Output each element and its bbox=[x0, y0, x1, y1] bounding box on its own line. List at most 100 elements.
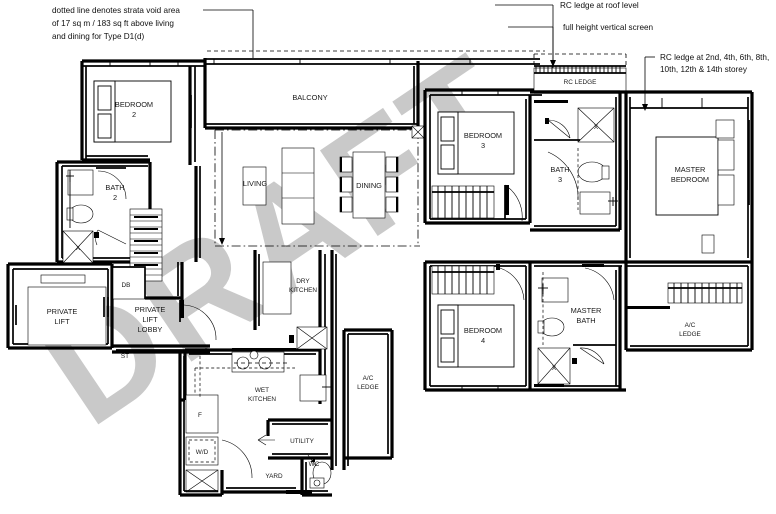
dry-kitchen-sub-fixture bbox=[289, 326, 328, 350]
label-store: ST bbox=[121, 353, 129, 360]
room-yard: YARD bbox=[221, 439, 312, 494]
label-utility: UTILITY bbox=[290, 438, 315, 445]
washer-dryer bbox=[185, 436, 219, 466]
pillow bbox=[97, 85, 112, 111]
basin-master-bath bbox=[541, 277, 569, 303]
room-master-bath: X MASTER BATH bbox=[530, 260, 626, 392]
annotation-leaders bbox=[203, 4, 655, 108]
sofa-living bbox=[281, 147, 315, 225]
room-private-lift-lobby: PRIVATE LIFT LOBBY ST bbox=[112, 262, 217, 360]
side-table bbox=[717, 139, 735, 171]
label-ac-ledge-right-line2: LEDGE bbox=[679, 331, 701, 338]
dining-table bbox=[352, 151, 386, 219]
building-outline bbox=[203, 50, 545, 247]
label-master-bedroom-line2: BEDROOM bbox=[671, 175, 709, 184]
label-balcony: BALCONY bbox=[292, 93, 327, 102]
label-living: LIVING bbox=[243, 179, 267, 188]
ac-ledge-lower: A/C LEDGE bbox=[342, 328, 394, 470]
wall-niche bbox=[701, 234, 715, 254]
rc-storey-note-line-2: 10th, 12th & 14th storey bbox=[660, 65, 748, 74]
strata-note-line-2: of 17 sq m / 183 sq ft above living bbox=[52, 19, 174, 28]
room-master-bedroom: MASTER BEDROOM bbox=[624, 90, 754, 262]
label-wc: WC bbox=[309, 461, 320, 468]
armchair-living bbox=[242, 166, 267, 206]
label-rc-ledge: RC LEDGE bbox=[564, 79, 597, 86]
strata-note-line-1: dotted line denotes strata void area bbox=[52, 6, 180, 15]
annotation-rc-ledge-roof: RC ledge at roof level bbox=[560, 1, 639, 10]
basin-bath-3 bbox=[579, 191, 611, 215]
room-private-lift: PRIVATE LIFT bbox=[6, 262, 114, 350]
room-bedroom-2: BEDROOM 2 bbox=[80, 59, 204, 165]
label-bedroom-3-line2: 3 bbox=[481, 141, 485, 150]
label-dining: DINING bbox=[356, 181, 382, 190]
label-bedroom-2-line1: BEDROOM bbox=[115, 100, 153, 109]
room-bath-2: X BATH 2 bbox=[55, 160, 152, 264]
label-bedroom-4-line2: 4 bbox=[481, 336, 485, 345]
rc-storey-note-line-1: RC ledge at 2nd, 4th, 6th, 8th, bbox=[660, 53, 769, 62]
label-lobby-line3: LOBBY bbox=[138, 325, 163, 334]
annotation-strata-void: dotted line denotes strata void area of … bbox=[52, 6, 180, 41]
label-lobby-line2: LIFT bbox=[142, 315, 158, 324]
balcony-right-junction bbox=[411, 61, 425, 139]
rc-roof-note-line-1: RC ledge at roof level bbox=[560, 1, 639, 10]
room-bedroom-3: BEDROOM 3 bbox=[423, 88, 545, 225]
basin-bath-2 bbox=[67, 169, 94, 196]
label-dry-kitchen-line1: DRY bbox=[296, 278, 310, 285]
label-fridge: F bbox=[198, 412, 202, 419]
label-bath-2-line1: BATH bbox=[105, 183, 124, 192]
utility-fixture bbox=[299, 374, 327, 402]
nightstand bbox=[715, 119, 735, 139]
hob-burner bbox=[249, 350, 259, 360]
label-bath-2-line2: 2 bbox=[113, 193, 117, 202]
label-yard: YARD bbox=[265, 473, 283, 480]
room-utility: UTILITY bbox=[257, 374, 332, 460]
label-bedroom-4-line1: BEDROOM bbox=[464, 326, 502, 335]
label-wet-kitchen-line2: KITCHEN bbox=[248, 396, 276, 403]
strata-note-line-3: and dining for Type D1(d) bbox=[52, 32, 145, 41]
label-bedroom-2-line2: 2 bbox=[132, 110, 136, 119]
cupboard-db: DB bbox=[112, 266, 146, 300]
label-dry-kitchen-line2: KITCHEN bbox=[289, 287, 317, 294]
label-master-bath-line2: BATH bbox=[576, 316, 595, 325]
bed-master bbox=[655, 136, 719, 216]
dashed-boundary bbox=[199, 346, 288, 398]
label-bedroom-3-line1: BEDROOM bbox=[464, 131, 502, 140]
label-ac-ledge-lower-line2: LEDGE bbox=[357, 384, 379, 391]
annotation-rc-ledge-storey: RC ledge at 2nd, 4th, 6th, 8th, 10th, 12… bbox=[660, 53, 769, 74]
label-private-lift-line1: PRIVATE bbox=[47, 307, 78, 316]
lift-ceiling-detail bbox=[40, 274, 86, 284]
room-bath-3: X BATH 3 bbox=[530, 90, 622, 232]
label-bath-3-line1: BATH bbox=[550, 165, 569, 174]
rail-hatch-ac bbox=[667, 282, 743, 304]
room-wc: WC bbox=[300, 454, 332, 497]
label-ac-ledge-lower-line1: A/C bbox=[363, 375, 374, 382]
label-ac-ledge-right-line1: A/C bbox=[685, 322, 696, 329]
label-bath-3-line2: 3 bbox=[558, 175, 562, 184]
pillow bbox=[97, 113, 112, 139]
label-master-bath-line1: MASTER bbox=[571, 306, 602, 315]
annotation-vertical-screen: full height vertical screen bbox=[563, 23, 654, 32]
room-dining: DINING bbox=[339, 151, 399, 219]
screen-note-line-1: full height vertical screen bbox=[563, 23, 654, 32]
label-wet-kitchen-line1: WET bbox=[255, 387, 269, 394]
lift-car bbox=[27, 286, 107, 346]
dashed-screen-outline bbox=[533, 53, 627, 66]
label-db: DB bbox=[122, 282, 131, 289]
room-bedroom-4: BEDROOM 4 bbox=[423, 260, 532, 392]
side-table bbox=[717, 174, 735, 206]
room-living: LIVING bbox=[194, 147, 315, 262]
shower-mark-bath-2: X bbox=[76, 245, 81, 252]
room-wet-kitchen: WET KITCHEN bbox=[180, 348, 320, 403]
dry-kitchen-counter bbox=[262, 261, 292, 315]
shower-mark-bath-3: X bbox=[594, 124, 599, 131]
wardrobe-bedroom-4 bbox=[431, 265, 495, 295]
label-master-bedroom-line1: MASTER bbox=[675, 165, 706, 174]
appliance-column: F W/D bbox=[178, 352, 224, 497]
wardrobe-bedroom-3 bbox=[431, 185, 495, 219]
ac-ledge-right: A/C LEDGE bbox=[624, 260, 754, 352]
rc-ledge-top: RC LEDGE bbox=[533, 65, 627, 94]
fridge bbox=[185, 394, 219, 434]
label-private-lift-line2: LIFT bbox=[54, 317, 70, 326]
shower-mark-master-bath: X bbox=[552, 365, 557, 372]
